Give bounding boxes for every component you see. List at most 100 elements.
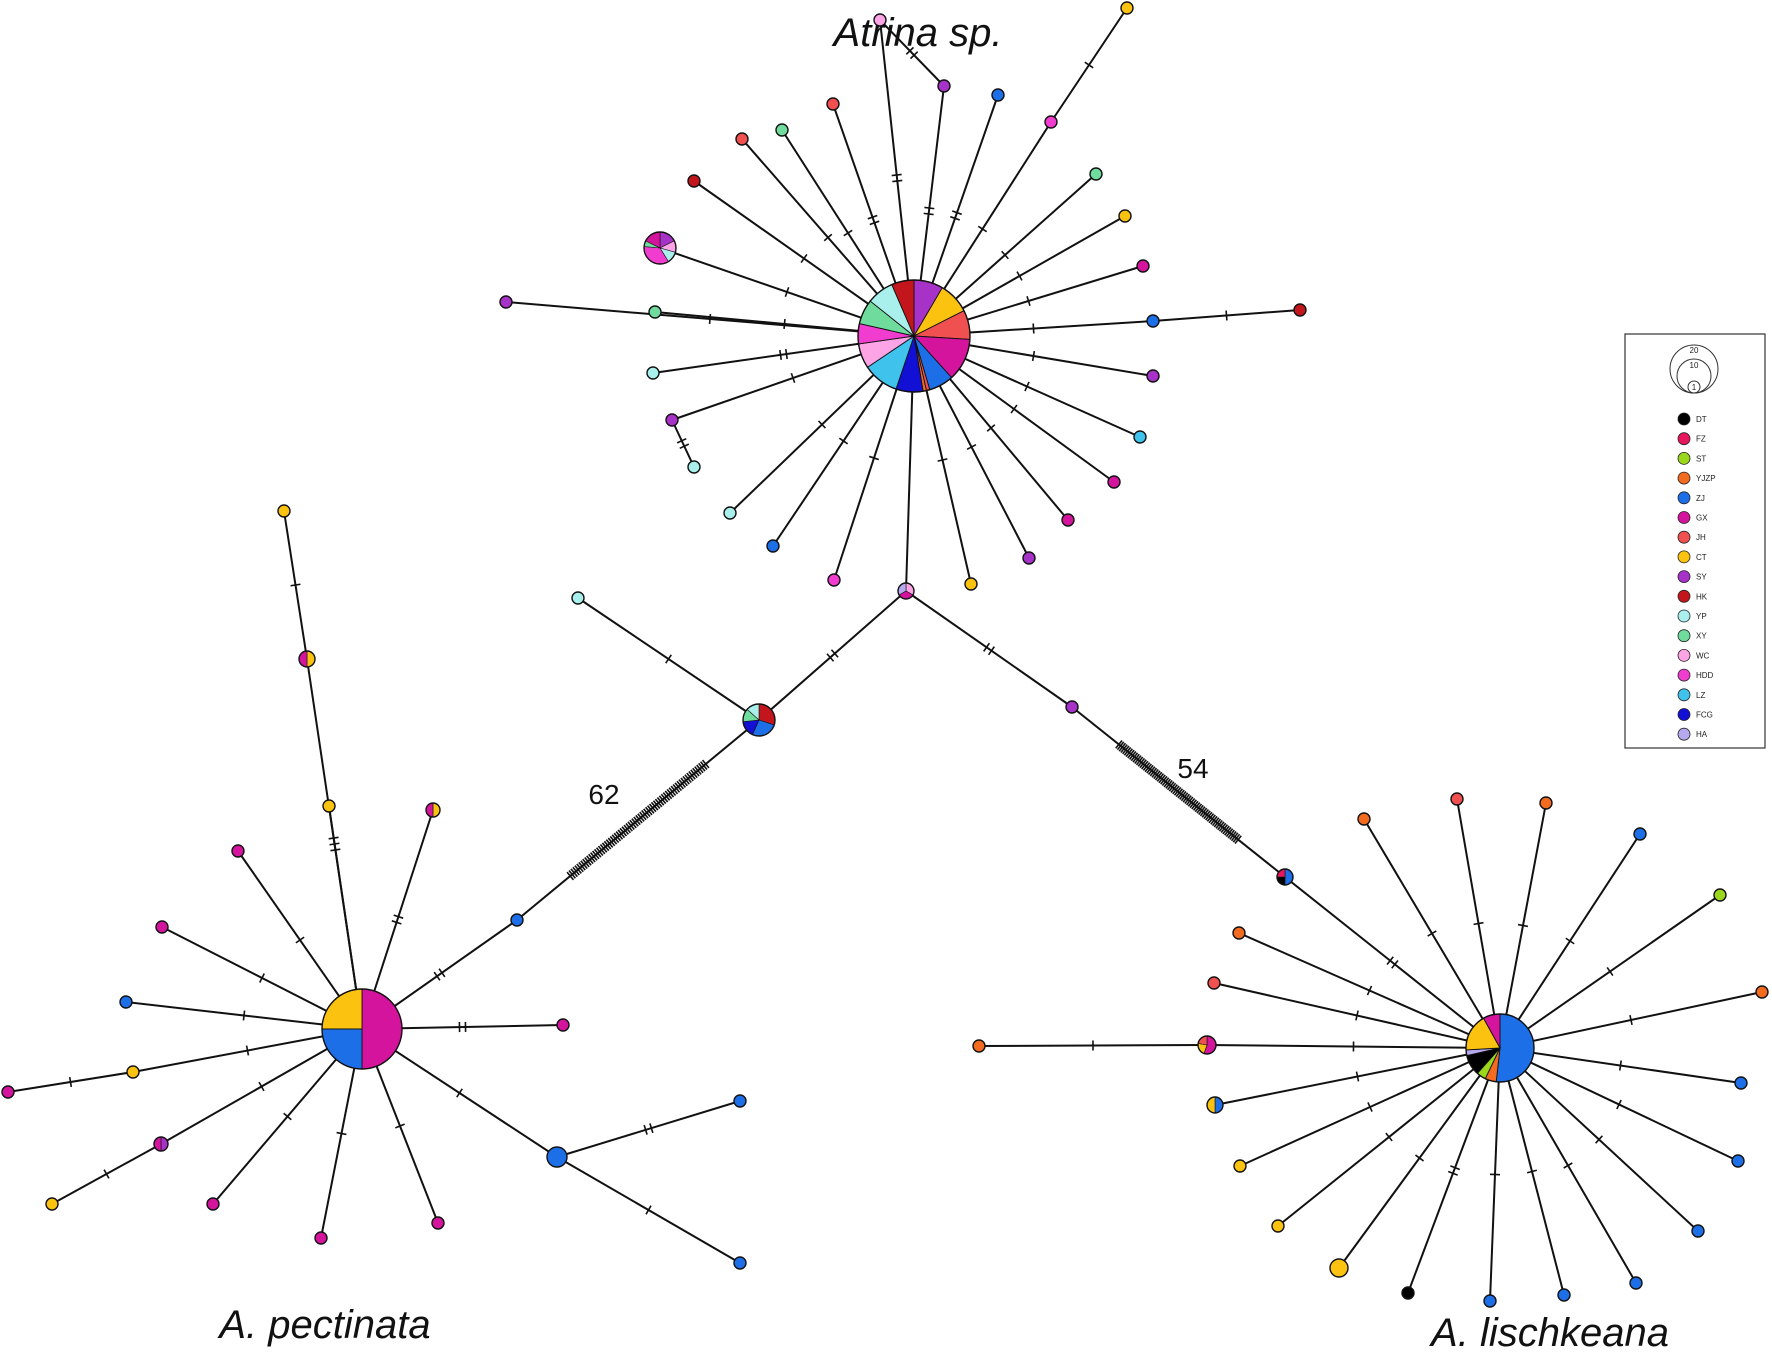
haplotype-outline xyxy=(298,650,316,668)
mutation-tick xyxy=(1473,921,1484,926)
haplotype-outline xyxy=(1206,1096,1224,1114)
group-title-atrina: Atrina sp. xyxy=(832,11,1003,55)
haplotype-slice xyxy=(1540,797,1552,809)
mutation-tick xyxy=(1180,792,1189,802)
haplotype-a25 xyxy=(1136,259,1150,273)
haplotype-outline xyxy=(964,577,978,591)
legend-label-yp: YP xyxy=(1696,612,1707,621)
mutation-tick xyxy=(1172,785,1180,795)
mutation-tick xyxy=(1224,826,1232,836)
mutation-tick xyxy=(283,1112,292,1121)
mutation-tick xyxy=(830,649,839,658)
mutation-tick xyxy=(686,772,694,782)
haplotype-slice xyxy=(828,574,840,586)
mutation-tick xyxy=(1149,767,1158,777)
haplotype-outline xyxy=(1146,369,1160,383)
haplotype-slice xyxy=(724,507,736,519)
mutation-tick xyxy=(259,973,265,983)
haplotype-slice xyxy=(874,14,886,26)
haplotype-a26 xyxy=(1118,209,1132,223)
haplotype-slice xyxy=(1358,813,1370,825)
legend-label-lz: LZ xyxy=(1696,691,1705,700)
haplotype-l19 xyxy=(1206,1096,1224,1114)
haplotype-a21 xyxy=(1133,430,1147,444)
mutation-tick xyxy=(1122,745,1130,755)
haplotype-slice xyxy=(649,306,661,318)
mutation-tick xyxy=(682,775,690,785)
mutation-tick xyxy=(1232,833,1241,843)
haplotype-j1 xyxy=(897,582,915,600)
mutation-tick xyxy=(1120,744,1128,753)
haplotype-outline xyxy=(826,97,840,111)
haplotype-slice xyxy=(666,414,678,426)
mutation-tick xyxy=(1163,778,1172,788)
edge-a12-a13 xyxy=(671,419,695,468)
legend-item-ha: HA xyxy=(1677,727,1708,741)
haplotype-outline xyxy=(733,1094,747,1108)
haplotype-outline xyxy=(897,582,915,600)
mutation-tick xyxy=(869,220,880,226)
mutation-tick xyxy=(817,420,827,429)
haplotype-slice xyxy=(776,124,788,136)
mutation-tick xyxy=(690,769,698,779)
haplotype-a19 xyxy=(1061,513,1075,527)
mutation-tick xyxy=(1175,788,1184,798)
mutation-tick xyxy=(680,777,688,787)
haplotype-outline xyxy=(775,123,789,137)
haplotype-l20 xyxy=(1197,1035,1217,1055)
mutation-tick xyxy=(576,863,584,873)
haplotype-l9 xyxy=(1734,1076,1748,1090)
mutation-tick xyxy=(1211,817,1220,827)
haplotype-slice xyxy=(1090,168,1102,180)
legend-swatch-yjzp xyxy=(1677,471,1691,485)
haplotype-slice xyxy=(1402,1287,1414,1299)
haplotype-l14 xyxy=(1483,1294,1497,1308)
legend-swatch-sy xyxy=(1677,570,1691,583)
legend-scale-circle-1 xyxy=(1687,380,1701,394)
mutation-tick xyxy=(1084,61,1094,69)
mutation-tick xyxy=(1201,808,1210,818)
haplotype-a9 xyxy=(499,295,513,309)
haplotype-a4 xyxy=(826,97,840,111)
mutation-tick xyxy=(1151,768,1159,778)
mutation-tick xyxy=(290,583,301,587)
mutation-tick xyxy=(784,349,788,360)
haplotype-outline xyxy=(1118,209,1132,223)
mutation-tick xyxy=(568,870,577,879)
mutation-tick xyxy=(635,814,643,824)
mutation-tick xyxy=(1135,756,1144,766)
haplotype-slice xyxy=(1451,793,1463,805)
haplotype-slice xyxy=(973,1040,985,1052)
haplotype-slice xyxy=(156,921,168,933)
legend-swatch-xy xyxy=(1677,629,1691,643)
mutation-tick xyxy=(1001,250,1009,260)
mutation-tick xyxy=(950,215,960,221)
haplotype-a1 xyxy=(873,13,887,27)
haplotype-slice xyxy=(46,1198,58,1210)
legend-swatch-jh xyxy=(1677,530,1691,544)
haplotype-outline xyxy=(1197,1035,1217,1055)
mutation-tick xyxy=(1160,775,1168,785)
haplotype-outline xyxy=(1207,976,1221,990)
haplotype-l6 xyxy=(1633,827,1647,841)
legend-swatch-hdd xyxy=(1677,668,1691,682)
haplotype-outline xyxy=(687,460,701,474)
haplotype-slice xyxy=(1272,1220,1284,1232)
legend-label-wc: WC xyxy=(1696,651,1710,660)
legend-swatch-fz xyxy=(1677,432,1691,446)
haplotype-p2 xyxy=(277,504,291,518)
legend-item-yp: YP xyxy=(1677,609,1707,623)
haplotype-slice xyxy=(232,845,244,857)
haplotype-slice xyxy=(688,461,700,473)
mutation-tick xyxy=(660,793,669,803)
legend-item-sy: SY xyxy=(1677,570,1707,583)
legend-swatch-wc xyxy=(1677,649,1691,662)
haplotype-a22 xyxy=(1146,369,1160,383)
haplotype-p7 xyxy=(155,920,169,934)
haplotype-slice xyxy=(688,175,700,187)
mutation-tick xyxy=(631,818,639,827)
mutation-tick xyxy=(891,173,902,177)
mutation-tick xyxy=(1161,777,1170,787)
haplotype-outline xyxy=(546,1146,568,1168)
edge-m1-p1 xyxy=(516,719,760,921)
